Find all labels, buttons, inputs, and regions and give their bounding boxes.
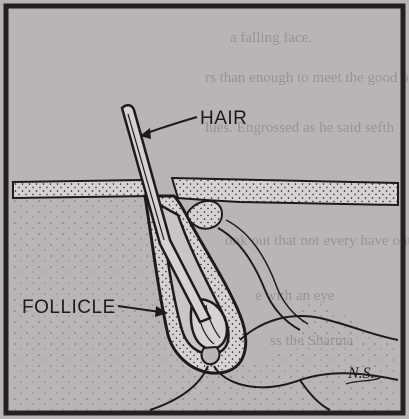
bleed-line-1: a falling face. <box>230 30 312 46</box>
bleed-line-2: rs than enough to meet the good of <box>205 70 409 86</box>
artist-signature: N.S. <box>347 365 375 382</box>
hair-label: HAIR <box>200 108 247 129</box>
dermal-papilla <box>202 347 220 364</box>
follicle-label: FOLLICLE <box>22 297 116 318</box>
